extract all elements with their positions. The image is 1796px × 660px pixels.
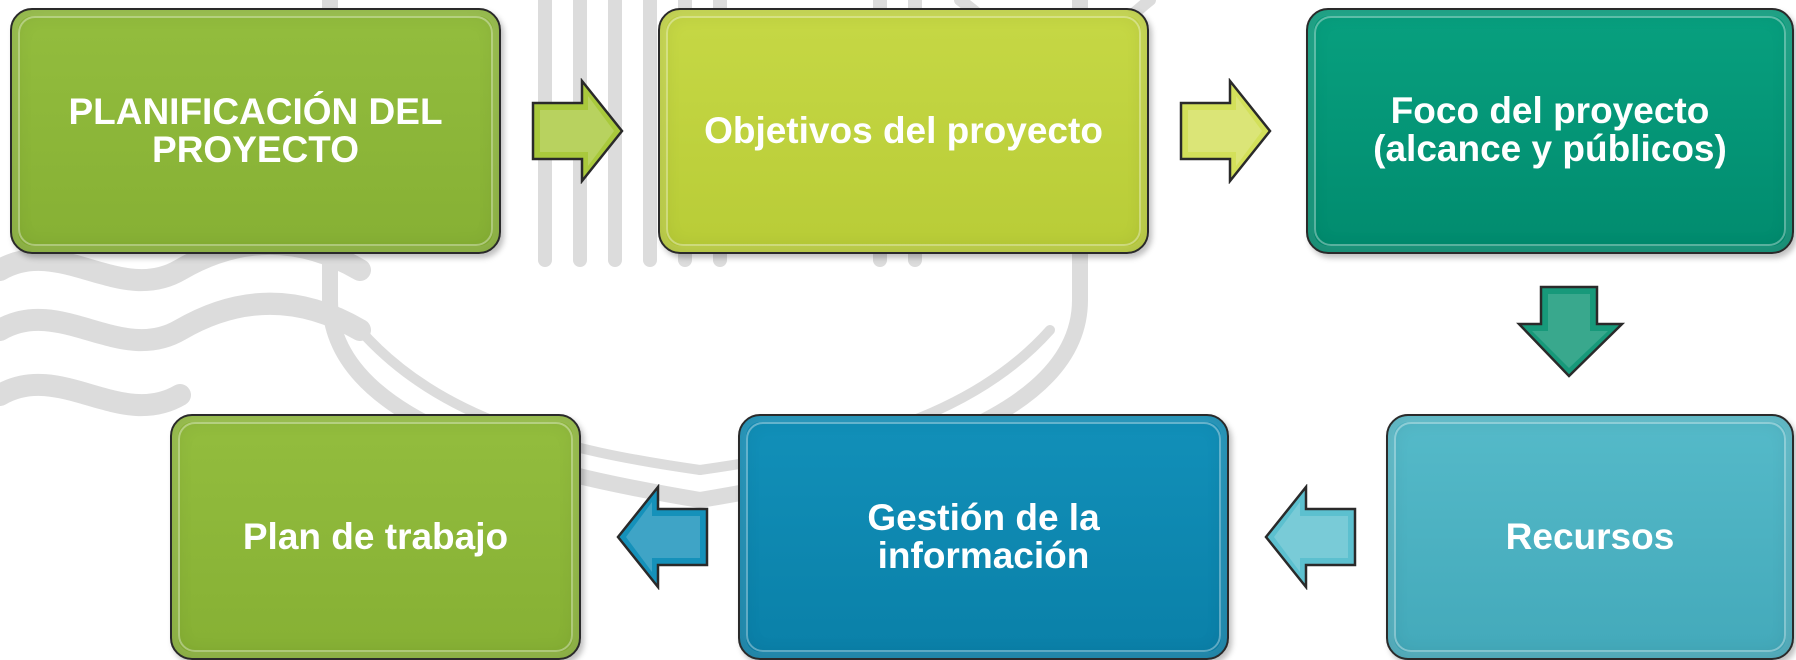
step-foco: Foco del proyecto (alcance y públicos)	[1306, 8, 1794, 254]
step-foco-label: Foco del proyecto (alcance y públicos)	[1373, 90, 1727, 169]
step-planificacion: PLANIFICACIÓN DEL PROYECTO	[10, 8, 501, 254]
step-recursos: Recursos	[1386, 414, 1794, 660]
arrow-left-icon	[616, 484, 709, 590]
step-recursos-label: Recursos	[1505, 516, 1675, 557]
step-plan-trabajo-label: Plan de trabajo	[242, 516, 509, 557]
arrow-right-icon	[1179, 78, 1272, 184]
arrow-down-icon	[1516, 285, 1626, 378]
arrow-left-icon	[1264, 484, 1357, 590]
step-objetivos: Objetivos del proyecto	[658, 8, 1149, 254]
step-objetivos-label: Objetivos del proyecto	[704, 110, 1103, 151]
step-gestion: Gestión de la información	[738, 414, 1229, 660]
step-gestion-label: Gestión de la información	[867, 497, 1100, 576]
step-plan-trabajo: Plan de trabajo	[170, 414, 581, 660]
arrow-right-icon	[531, 78, 624, 184]
step-planificacion-label: PLANIFICACIÓN DEL PROYECTO	[68, 91, 443, 170]
